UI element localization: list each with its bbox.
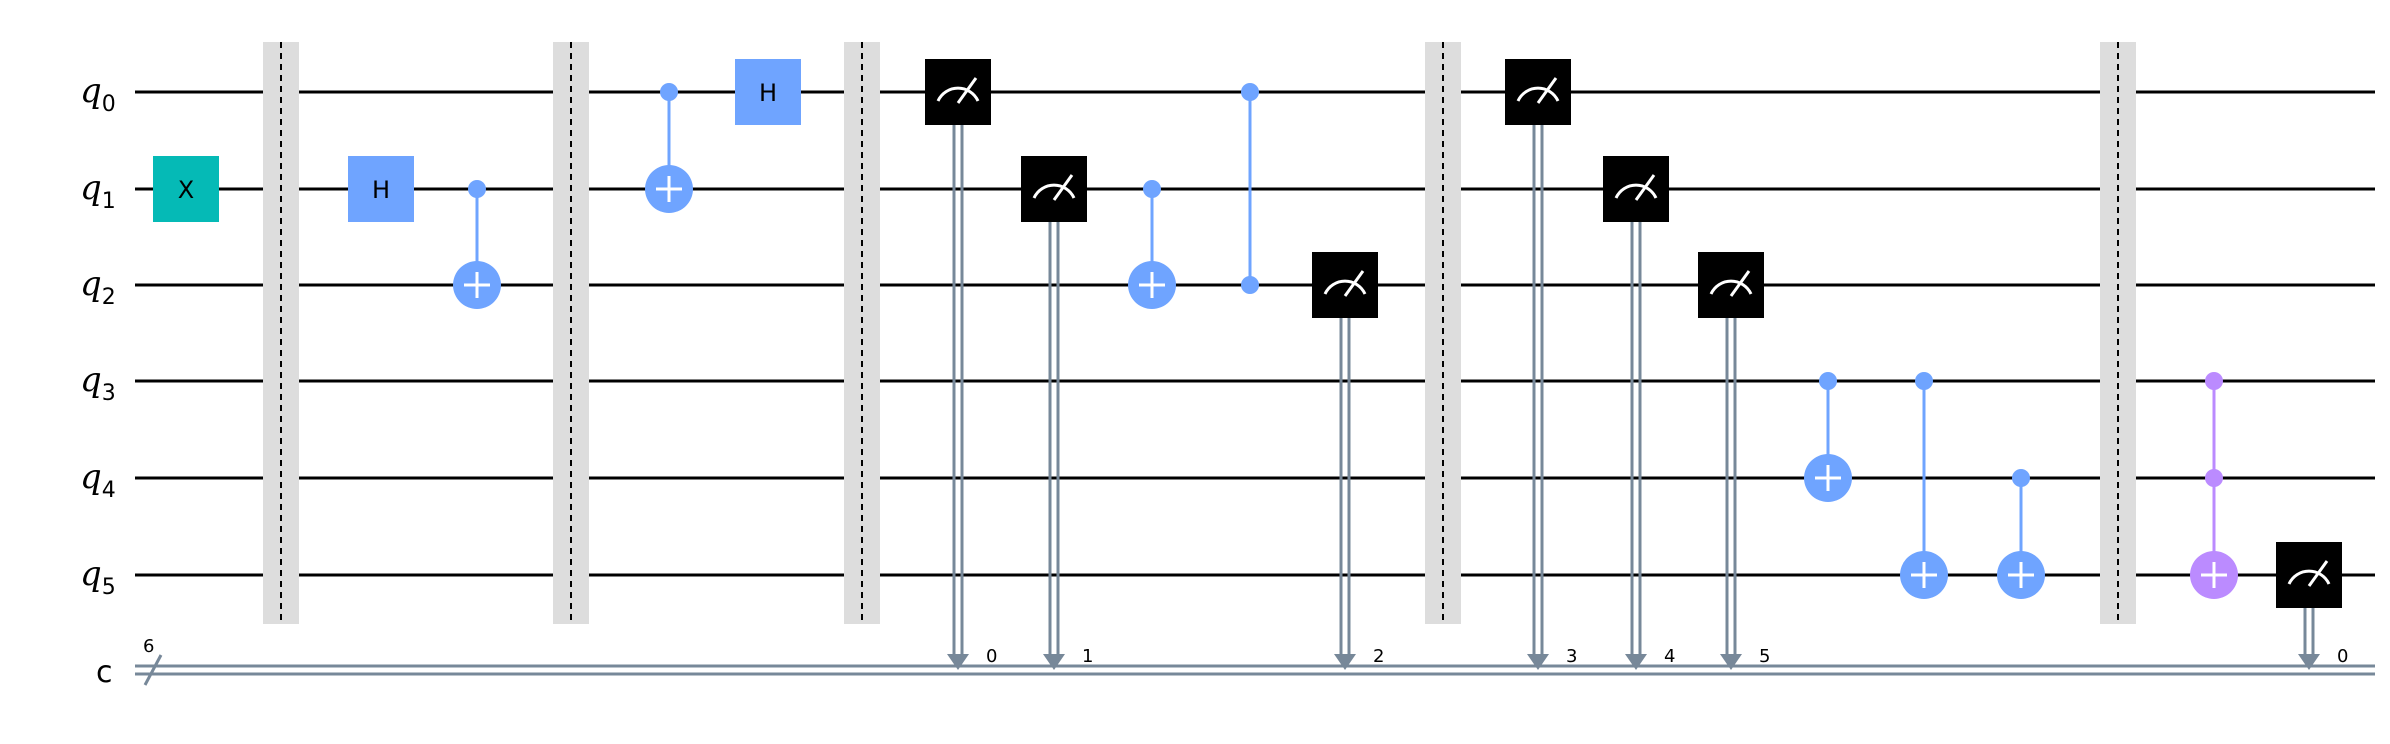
qubit-label-0: q0: [80, 71, 116, 117]
labels-layer: q0 q1 q2 q3 q4 q5 c 6: [80, 71, 154, 690]
op-14-measure-meter-icon: [1516, 86, 1560, 102]
op-22-measure-needle: [2307, 560, 2329, 587]
op-18-cx: [1900, 372, 1948, 599]
op-14-measure-clbit-label: 3: [1566, 646, 1577, 667]
op-8-measure: 0: [925, 59, 997, 670]
op-5-cx-control-dot: [660, 83, 678, 101]
op-22-measure-arrow: [2298, 654, 2320, 670]
op-11-cz-control-dot: [1241, 83, 1259, 101]
op-10-cx: [1128, 180, 1176, 309]
op-13-barrier: [1425, 42, 1461, 624]
op-11-cz: [1241, 83, 1259, 294]
op-1-barrier: [263, 42, 299, 624]
op-6-h-box: [735, 59, 801, 125]
op-8-measure-arrow: [947, 654, 969, 670]
classical-register-size: 6: [143, 636, 154, 657]
op-17-cx-target: [1804, 454, 1852, 502]
op-19-cx: [1997, 469, 2045, 599]
op-4-barrier: [553, 42, 589, 624]
op-12-measure: 2: [1312, 252, 1384, 670]
op-12-measure-meter-icon: [1323, 279, 1367, 295]
op-2-h-box: [348, 156, 414, 222]
op-14-measure: 3: [1505, 59, 1577, 670]
op-0-x-label: X: [178, 176, 194, 204]
op-16-measure-box: [1698, 252, 1764, 318]
op-0-x: X: [153, 156, 219, 222]
op-8-measure-clbit-label: 0: [986, 646, 997, 667]
op-16-measure-arrow: [1720, 654, 1742, 670]
op-7-barrier: [844, 42, 880, 624]
op-6-h-label: H: [759, 79, 777, 107]
op-21-ccx: [2190, 372, 2238, 599]
op-2-h: H: [348, 156, 414, 222]
op-12-measure-box: [1312, 252, 1378, 318]
op-17-cx-control-dot: [1819, 372, 1837, 390]
op-3-cx-control-dot: [468, 180, 486, 198]
op-9-measure-meter-icon: [1032, 183, 1076, 199]
op-21-ccx-control-dot-1: [2205, 469, 2223, 487]
op-5-cx-target: [645, 165, 693, 213]
op-20-barrier: [2100, 42, 2136, 624]
op-19-cx-control-dot: [2012, 469, 2030, 487]
op-8-measure-meter-icon: [936, 86, 980, 102]
op-22-measure: 0: [2276, 542, 2348, 670]
op-17-cx: [1804, 372, 1852, 502]
op-5-cx: [645, 83, 693, 213]
op-15-measure: 4: [1603, 156, 1675, 670]
op-16-measure-meter-icon: [1709, 279, 1753, 295]
op-9-measure: 1: [1021, 156, 1093, 670]
wires-layer: [135, 90, 2375, 686]
op-6-h: H: [735, 59, 801, 125]
qubit-label-1: q1: [80, 168, 116, 214]
op-22-measure-meter-icon: [2287, 569, 2331, 585]
op-12-measure-arrow: [1334, 654, 1356, 670]
op-9-measure-box: [1021, 156, 1087, 222]
op-15-measure-meter-icon: [1614, 183, 1658, 199]
op-3-cx: [453, 180, 501, 309]
op-16-measure-needle: [1729, 270, 1751, 297]
op-15-measure-clbit-label: 4: [1664, 646, 1675, 667]
op-9-measure-arrow: [1043, 654, 1065, 670]
op-10-cx-control-dot: [1143, 180, 1161, 198]
op-0-x-box: [153, 156, 219, 222]
op-21-ccx-target: [2190, 551, 2238, 599]
classical-bus-slash: [143, 654, 163, 686]
op-14-measure-needle: [1536, 77, 1558, 104]
op-2-h-label: H: [372, 176, 390, 204]
qubit-label-2: q2: [80, 264, 116, 310]
classical-register-label: c: [96, 655, 113, 690]
op-22-measure-box: [2276, 542, 2342, 608]
op-3-cx-target: [453, 261, 501, 309]
op-21-ccx-control-dot-0: [2205, 372, 2223, 390]
operations-layer: X H H 0 1 2 3 4 5 0: [153, 42, 2348, 670]
op-9-measure-needle: [1052, 174, 1074, 201]
op-12-measure-needle: [1343, 270, 1365, 297]
op-11-cz-target-dot: [1241, 276, 1259, 294]
op-18-cx-control-dot: [1915, 372, 1933, 390]
op-22-measure-clbit-label: 0: [2337, 646, 2348, 667]
op-12-measure-clbit-label: 2: [1373, 646, 1384, 667]
op-16-measure: 5: [1698, 252, 1770, 670]
op-8-measure-box: [925, 59, 991, 125]
op-15-measure-needle: [1634, 174, 1656, 201]
op-19-cx-target: [1997, 551, 2045, 599]
qubit-label-4: q4: [80, 457, 116, 503]
qubit-label-3: q3: [80, 360, 116, 406]
op-14-measure-box: [1505, 59, 1571, 125]
op-16-measure-clbit-label: 5: [1759, 646, 1770, 667]
op-15-measure-box: [1603, 156, 1669, 222]
op-15-measure-arrow: [1625, 654, 1647, 670]
op-10-cx-target: [1128, 261, 1176, 309]
op-14-measure-arrow: [1527, 654, 1549, 670]
op-9-measure-clbit-label: 1: [1082, 646, 1093, 667]
qubit-label-5: q5: [80, 554, 116, 600]
op-18-cx-target: [1900, 551, 1948, 599]
op-8-measure-needle: [956, 77, 978, 104]
